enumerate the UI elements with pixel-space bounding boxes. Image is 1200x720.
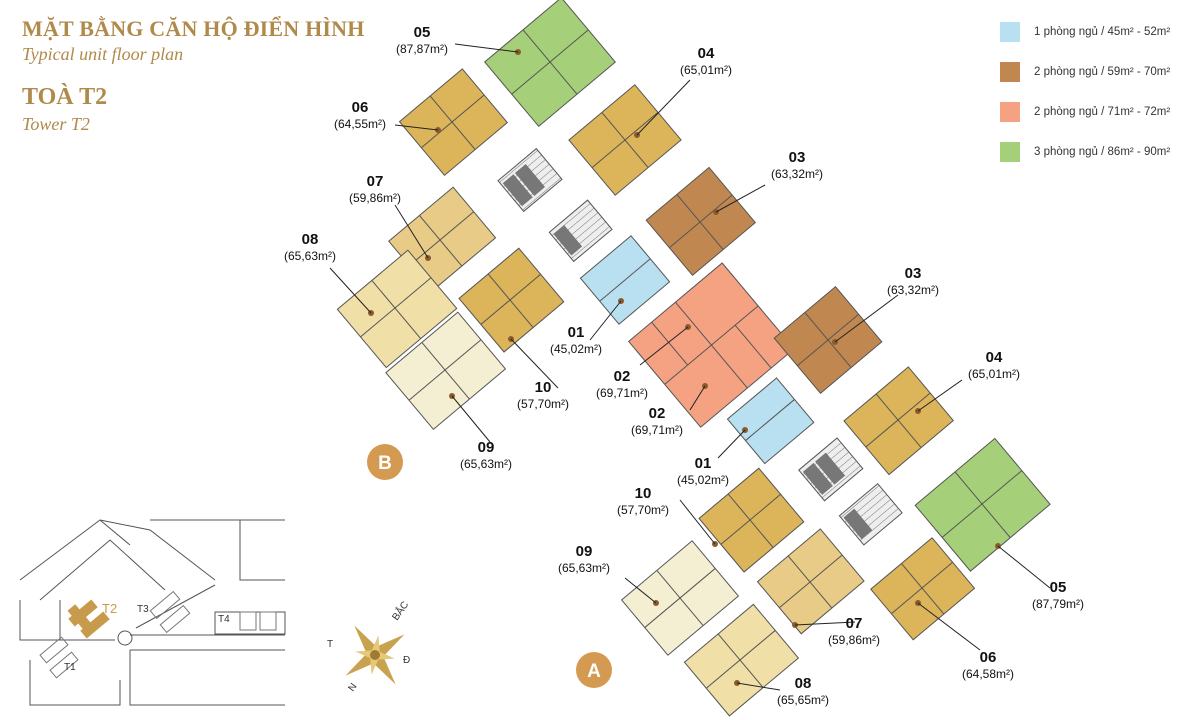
tower-title: TOÀ T2 bbox=[22, 84, 108, 110]
unit-a04 bbox=[843, 366, 955, 476]
unit-a09 bbox=[620, 540, 740, 656]
unit-number: 01 bbox=[568, 324, 585, 341]
legend-swatch bbox=[1000, 102, 1020, 122]
unit-02-pair bbox=[627, 262, 795, 428]
unit-number: 06 bbox=[352, 99, 369, 116]
unit-number: 05 bbox=[1050, 579, 1067, 596]
compass-north: BẮC bbox=[389, 598, 411, 622]
unit-area: (69,71m²) bbox=[631, 423, 683, 437]
unit-number: 01 bbox=[695, 455, 712, 472]
legend-item-2br-small: 2 phòng ngủ / 59m² - 70m² bbox=[1000, 62, 1170, 82]
site-map: T2 T3 T4 T1 bbox=[19, 519, 286, 706]
legend-label: 1 phòng ngủ / 45m² - 52m² bbox=[1034, 26, 1171, 38]
unit-number: 07 bbox=[367, 173, 384, 190]
unit-a01 bbox=[726, 377, 815, 465]
core-b-lower bbox=[548, 199, 613, 263]
unit-number: 09 bbox=[576, 543, 593, 560]
site-label-t4: T4 bbox=[218, 614, 230, 625]
site-label-t2: T2 bbox=[102, 601, 117, 616]
core-a-upper bbox=[798, 437, 864, 502]
legend-item-3br: 3 phòng ngủ / 86m² - 90m² bbox=[1000, 142, 1170, 162]
unit-area: (64,58m²) bbox=[962, 667, 1014, 681]
unit-number: 10 bbox=[635, 485, 652, 502]
unit-b09 bbox=[385, 311, 507, 431]
site-label-t1: T1 bbox=[64, 662, 76, 673]
unit-b03 bbox=[645, 166, 757, 276]
unit-area: (87,87m²) bbox=[396, 42, 448, 56]
unit-b08 bbox=[336, 249, 458, 369]
unit-a03 bbox=[773, 286, 883, 394]
unit-a08 bbox=[683, 603, 800, 717]
compass-east: Đ bbox=[403, 655, 410, 666]
unit-number: 08 bbox=[302, 231, 319, 248]
leader-lines bbox=[329, 43, 1051, 691]
unit-number: 04 bbox=[698, 45, 715, 62]
unit-area: (65,65m²) bbox=[777, 693, 829, 707]
compass-icon: BẮC N T Đ bbox=[327, 598, 411, 693]
legend-swatch bbox=[1000, 62, 1020, 82]
unit-area: (45,02m²) bbox=[677, 473, 729, 487]
legend-label: 3 phòng ngủ / 86m² - 90m² bbox=[1034, 146, 1171, 158]
unit-number: 09 bbox=[478, 439, 495, 456]
block-a-letter: A bbox=[587, 661, 601, 682]
unit-area: (59,86m²) bbox=[349, 191, 401, 205]
block-a-wing bbox=[620, 286, 1051, 717]
unit-number: 06 bbox=[980, 649, 997, 666]
unit-area: (45,02m²) bbox=[550, 342, 602, 356]
compass-south: N bbox=[346, 681, 359, 693]
unit-a10 bbox=[698, 467, 805, 573]
unit-b10 bbox=[458, 247, 565, 353]
tower-subtitle: Tower T2 bbox=[22, 114, 90, 134]
unit-area: (64,55m²) bbox=[334, 117, 386, 131]
unit-area: (65,63m²) bbox=[558, 561, 610, 575]
compass-west: T bbox=[327, 639, 333, 650]
unit-area: (57,70m²) bbox=[617, 503, 669, 517]
core-b-upper bbox=[497, 147, 563, 213]
unit-number: 07 bbox=[846, 615, 863, 632]
legend-item-2br-large: 2 phòng ngủ / 71m² - 72m² bbox=[1000, 102, 1170, 122]
block-a-marker: A bbox=[576, 652, 612, 688]
unit-area: (69,71m²) bbox=[596, 386, 648, 400]
legend-label: 2 phòng ngủ / 71m² - 72m² bbox=[1034, 106, 1171, 118]
unit-number: 03 bbox=[905, 265, 922, 282]
legend-swatch bbox=[1000, 142, 1020, 162]
legend-label: 2 phòng ngủ / 59m² - 70m² bbox=[1034, 66, 1171, 78]
unit-area: (59,86m²) bbox=[828, 633, 880, 647]
unit-b06 bbox=[398, 68, 509, 176]
legend-item-1br: 1 phòng ngủ / 45m² - 52m² bbox=[1000, 22, 1170, 42]
plan-subtitle: Typical unit floor plan bbox=[22, 44, 184, 64]
unit-area: (65,63m²) bbox=[284, 249, 336, 263]
labels-b: 05 (87,87m²) 06 (64,55m²) 07 (59,86m²) 0… bbox=[284, 24, 823, 471]
unit-area: (65,01m²) bbox=[680, 63, 732, 77]
core-a-lower bbox=[838, 483, 903, 546]
unit-area: (65,63m²) bbox=[460, 457, 512, 471]
site-label-t3: T3 bbox=[137, 604, 149, 615]
unit-number: 10 bbox=[535, 379, 552, 396]
unit-area: (87,79m²) bbox=[1032, 597, 1084, 611]
unit-area: (63,32m²) bbox=[887, 283, 939, 297]
unit-a06 bbox=[870, 537, 976, 641]
labels-a: 02 (69,71m²) 01 (45,02m²) 03 (63,32m²) 0… bbox=[558, 265, 1084, 707]
unit-area: (63,32m²) bbox=[771, 167, 823, 181]
legend-swatch bbox=[1000, 22, 1020, 42]
unit-area: (57,70m²) bbox=[517, 397, 569, 411]
plan-title: MẶT BẰNG CĂN HỘ ĐIỂN HÌNH bbox=[22, 16, 365, 41]
unit-number: 03 bbox=[789, 149, 806, 166]
unit-b05 bbox=[483, 0, 617, 128]
block-b-wing bbox=[336, 0, 757, 431]
unit-a07 bbox=[756, 528, 865, 635]
unit-a05 bbox=[914, 437, 1051, 572]
unit-number: 05 bbox=[414, 24, 431, 41]
unit-number: 08 bbox=[795, 675, 812, 692]
unit-b04 bbox=[568, 84, 682, 196]
block-b-marker: B bbox=[367, 444, 403, 480]
unit-number: 02 bbox=[649, 405, 666, 422]
unit-b01 bbox=[579, 235, 671, 325]
unit-number: 04 bbox=[986, 349, 1003, 366]
block-b-letter: B bbox=[378, 453, 392, 474]
unit-area: (65,01m²) bbox=[968, 367, 1020, 381]
unit-number: 02 bbox=[614, 368, 631, 385]
